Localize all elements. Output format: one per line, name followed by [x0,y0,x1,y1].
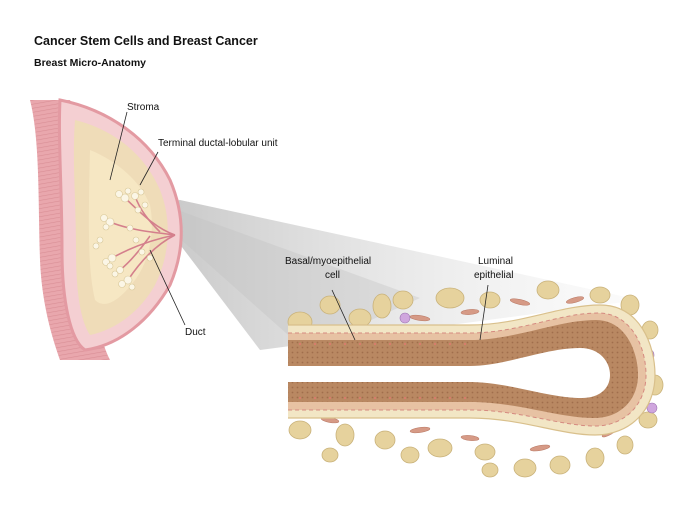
label-tdlu: Terminal ductal-lobular unit [158,138,278,149]
label-luminal-line1: Luminal [478,256,513,267]
leader-lines-breast [109,111,186,326]
breast-cross-section-illustration [30,98,183,360]
label-stroma: Stroma [127,102,160,113]
page-subtitle: Breast Micro-Anatomy [34,57,147,69]
label-basal-line2: cell [325,270,340,281]
label-luminal-line2: epithelial [474,270,513,281]
leader-lines-duct [331,284,489,341]
magnified-duct-illustration [287,280,664,478]
page-title: Cancer Stem Cells and Breast Cancer [34,34,258,48]
label-duct: Duct [185,327,206,338]
label-basal-line1: Basal/myoepithelial [285,256,371,267]
